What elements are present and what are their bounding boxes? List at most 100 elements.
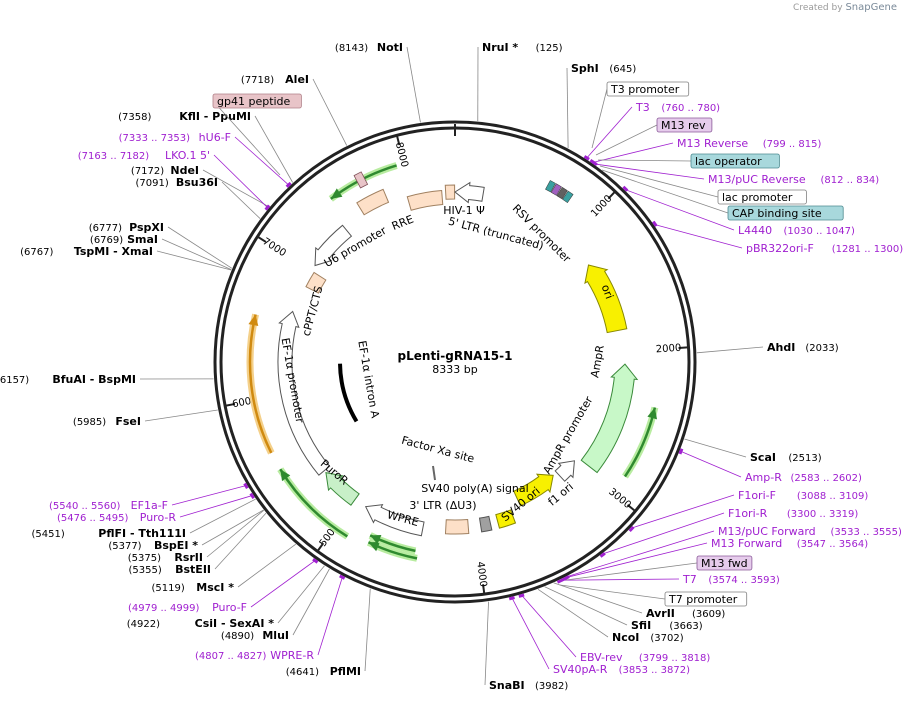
primer-puro-r[interactable]: Puro-R(5476 .. 5495) bbox=[57, 511, 176, 524]
site-leader-line bbox=[484, 601, 489, 686]
site-pflmi[interactable]: PflMI(4641) bbox=[286, 665, 361, 678]
boxed-m13-rev[interactable]: M13 rev bbox=[656, 117, 713, 133]
site-position: (4641) bbox=[286, 667, 319, 678]
small-feature-mark bbox=[550, 183, 562, 196]
primer-ef1a-f[interactable]: EF1a-F(5540 .. 5560) bbox=[49, 499, 168, 512]
primer-leader-line bbox=[511, 597, 550, 670]
primer-hu6-f[interactable]: hU6-F(7333 .. 7353) bbox=[119, 131, 231, 144]
primer-t7[interactable]: T7(3574 .. 3593) bbox=[682, 573, 780, 586]
primer-f1ori-r[interactable]: F1ori-R(3300 .. 3319) bbox=[728, 507, 858, 520]
primer-range: (4979 .. 4999) bbox=[128, 603, 200, 614]
primer-wpre-r[interactable]: WPRE-R(4807 .. 4827) bbox=[195, 649, 314, 662]
site-sphi[interactable]: SphI(645) bbox=[571, 62, 636, 75]
boxed-label-bg bbox=[717, 189, 807, 205]
primer-name: Puro-F bbox=[212, 601, 247, 614]
site-leader-line bbox=[292, 568, 330, 636]
primer-m13-puc-reverse[interactable]: M13/pUC Reverse(812 .. 834) bbox=[708, 173, 879, 186]
site-leader-line bbox=[684, 438, 747, 458]
cppt-cts-feature bbox=[305, 271, 327, 294]
site-position: (5355) bbox=[129, 565, 162, 576]
boxed-t7-promoter[interactable]: T7 promoter bbox=[664, 591, 748, 607]
boxed-leader-line bbox=[212, 100, 281, 176]
boxed-label-text: lac operator bbox=[695, 155, 762, 168]
site-nrui[interactable]: NruI *(125) bbox=[482, 41, 563, 54]
boxed-leader-line bbox=[565, 562, 698, 581]
primer-m13-puc-forward[interactable]: M13/pUC Forward(3533 .. 3555) bbox=[718, 525, 902, 538]
site-name: AvrII bbox=[646, 607, 675, 620]
site-name: RsrII bbox=[174, 551, 203, 564]
primer-m13-reverse[interactable]: M13 Reverse(799 .. 815) bbox=[677, 137, 821, 150]
site-pspxi[interactable]: PspXI(6777) bbox=[89, 221, 164, 234]
boxed-lac-operator[interactable]: lac operator bbox=[690, 153, 780, 169]
boxed-t3-promoter[interactable]: T3 promoter bbox=[606, 81, 690, 97]
primer-ebv-rev[interactable]: EBV-rev(3799 .. 3818) bbox=[580, 651, 710, 664]
primer-sv40pa-r[interactable]: SV40pA-R(3853 .. 3872) bbox=[553, 663, 690, 676]
primer-m13-forward[interactable]: M13 Forward(3547 .. 3564) bbox=[711, 537, 868, 550]
f1-ori-feature bbox=[513, 473, 554, 507]
snapgene-credit: Created by SnapGene bbox=[793, 2, 897, 13]
boxed-lac-promoter[interactable]: lac promoter bbox=[717, 189, 807, 205]
site-bspei[interactable]: BspEI *(5377) bbox=[108, 539, 198, 552]
site-tspmi-xmai[interactable]: TspMI - XmaI(6767) bbox=[20, 245, 153, 258]
primer-leader-line bbox=[563, 542, 708, 579]
site-leader-line bbox=[206, 509, 265, 558]
primer-t3[interactable]: T3(760 .. 780) bbox=[635, 101, 720, 114]
site-ndei[interactable]: NdeI(7172) bbox=[131, 164, 199, 177]
tick-mark bbox=[482, 584, 486, 594]
primer-l4440[interactable]: L4440(1030 .. 1047) bbox=[738, 224, 855, 237]
rre-feature bbox=[356, 188, 390, 216]
primer-range: (799 .. 815) bbox=[763, 139, 822, 150]
site-scai[interactable]: ScaI(2513) bbox=[750, 451, 822, 464]
primer-amp-r[interactable]: Amp-R(2583 .. 2602) bbox=[745, 471, 862, 484]
boxed-label-bg bbox=[656, 117, 713, 133]
site-bfuai-bspmi[interactable]: BfuAI - BspMI (6157) bbox=[0, 373, 136, 386]
site-name: SfiI bbox=[631, 619, 651, 632]
site-rsrii[interactable]: RsrII(5375) bbox=[128, 551, 203, 564]
primer-range: (3300 .. 3319) bbox=[787, 509, 859, 520]
boxed-gp41-peptide[interactable]: gp41 peptide bbox=[212, 93, 302, 109]
tick-label: 2000 bbox=[656, 343, 682, 356]
site-fsei[interactable]: FseI(5985) bbox=[73, 415, 141, 428]
site-smai[interactable]: SmaI(6769) bbox=[90, 233, 158, 246]
primer-lko-1-5[interactable]: LKO.1 5'(7163 .. 7182) bbox=[78, 149, 210, 162]
site-noti[interactable]: NotI(8143) bbox=[335, 41, 403, 54]
site-csii-sexai[interactable]: CsiI - SexAI *(4922) bbox=[127, 617, 275, 630]
site-ahdi[interactable]: AhdI(2033) bbox=[767, 341, 839, 354]
primer-name: hU6-F bbox=[199, 131, 231, 144]
feature-label-ori: ori bbox=[599, 283, 616, 301]
primer-range: (2583 .. 2602) bbox=[791, 473, 863, 484]
boxed-m13-fwd[interactable]: M13 fwd bbox=[696, 555, 753, 571]
site-alei[interactable]: AleI(7718) bbox=[241, 73, 309, 86]
primer-pbr322ori-f[interactable]: pBR322ori-F(1281 .. 1300) bbox=[746, 242, 903, 255]
primer-leader-line bbox=[630, 494, 735, 529]
site-name: NdeI bbox=[170, 164, 199, 177]
boxed-leader-line bbox=[595, 124, 658, 156]
site-msci[interactable]: MscI *(5119) bbox=[152, 581, 235, 594]
primer-f1ori-f[interactable]: F1ori-F(3088 .. 3109) bbox=[738, 489, 868, 502]
site-kfli-ppumi[interactable]: KflI - PpuMI(7358) bbox=[118, 110, 251, 123]
site-position: (3702) bbox=[650, 633, 683, 644]
site-bsu36i[interactable]: Bsu36I(7091) bbox=[136, 176, 218, 189]
site-position: (125) bbox=[536, 43, 563, 54]
site-position: (6157) bbox=[0, 375, 29, 386]
site-ncoi[interactable]: NcoI(3702) bbox=[612, 631, 684, 644]
boxed-cap-binding-site[interactable]: CAP binding site bbox=[727, 205, 844, 221]
site-bsteii[interactable]: BstEII (5355) bbox=[129, 563, 211, 576]
site-avrii[interactable]: AvrII(3609) bbox=[646, 607, 725, 620]
site-name: BstEII bbox=[175, 563, 211, 576]
snapgene-brand: SnapGene bbox=[845, 2, 897, 13]
site-name: AhdI bbox=[767, 341, 795, 354]
site-sfii[interactable]: SfiI(3663) bbox=[631, 619, 703, 632]
site-pflfi-tth111i[interactable]: PflFI - Tth111I(5451) bbox=[32, 527, 186, 540]
site-leader-line bbox=[201, 509, 264, 546]
site-name: BfuAI - BspMI bbox=[52, 373, 136, 386]
small-feature-mark bbox=[545, 180, 556, 193]
site-snabi[interactable]: SnaBI(3982) bbox=[489, 679, 568, 692]
ampr-feature bbox=[580, 363, 639, 474]
credit-prefix: Created by bbox=[793, 3, 843, 13]
site-position: (4890) bbox=[221, 631, 254, 642]
site-leader-line bbox=[696, 346, 764, 354]
primer-puro-f[interactable]: Puro-F (4979 .. 4999) bbox=[128, 601, 247, 614]
ampr-promoter-feature bbox=[554, 460, 575, 482]
site-mlui[interactable]: MluI(4890) bbox=[221, 629, 289, 642]
